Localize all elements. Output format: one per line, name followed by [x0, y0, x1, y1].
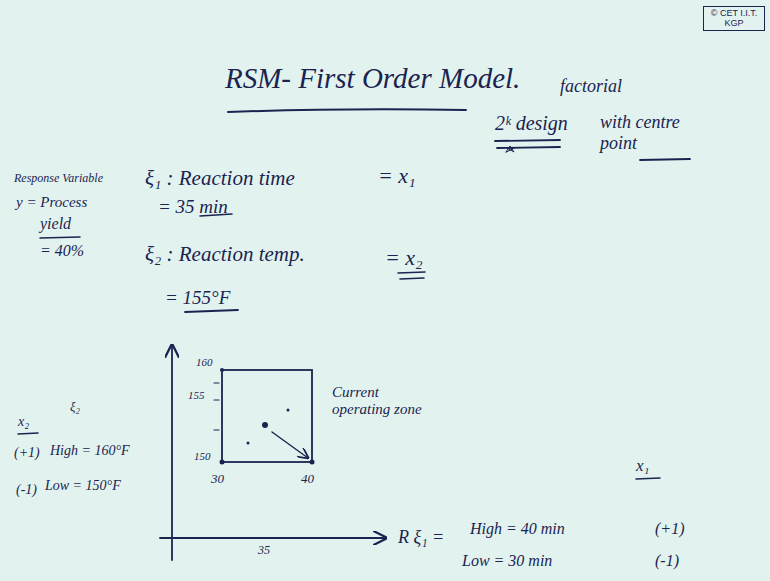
handwritten-note: 150: [194, 450, 211, 463]
underline: [185, 310, 238, 312]
handwritten-note: ξ₂: [70, 400, 80, 415]
handwritten-note: ξ₁ : Reaction time: [145, 166, 295, 190]
handwritten-note: = 155°F: [165, 287, 230, 309]
handwritten-note: x₂: [18, 414, 29, 430]
handwritten-note: 2ᵏ design: [495, 112, 568, 135]
title-underline: [228, 109, 466, 112]
operating-region: [222, 370, 312, 462]
underline: [40, 237, 80, 238]
handwritten-note: yield: [40, 215, 71, 233]
handwritten-note: (-1): [655, 552, 679, 570]
corner-point: [220, 368, 224, 372]
handwritten-note: High = 160°F: [50, 443, 130, 459]
watermark: © CET I.I.T. KGP: [703, 6, 765, 31]
handwritten-note: Low = 30 min: [462, 552, 552, 570]
underline: [398, 272, 425, 279]
handwritten-note: x₁: [636, 456, 649, 476]
handwritten-note: = x₁: [378, 163, 416, 188]
handwritten-note: 155: [188, 389, 205, 402]
handwritten-note: = x₂: [385, 245, 423, 270]
dot: [287, 409, 290, 412]
handwritten-note: Low = 150°F: [45, 478, 121, 494]
centre-point: [262, 422, 268, 428]
handwritten-note: 160: [196, 356, 213, 369]
handwritten-note: Current operating zone: [332, 384, 432, 419]
handwritten-note: y = Process: [16, 194, 87, 211]
corner-point: [220, 460, 225, 465]
underline: [640, 159, 690, 160]
handwritten-note: (+1): [655, 520, 684, 538]
handwritten-note: factorial: [560, 76, 622, 97]
handwritten-note: 35: [258, 544, 270, 558]
dot: [247, 442, 250, 445]
star: [506, 146, 514, 152]
handwritten-note: = 35 min: [158, 196, 228, 218]
handwritten-note: with centre point: [600, 112, 700, 153]
underline: [18, 433, 38, 434]
corner-point: [310, 460, 315, 465]
y-axis: [171, 345, 173, 560]
pointer-arrow: [272, 432, 308, 458]
slide-title: RSM- First Order Model.: [225, 62, 520, 95]
underline: [636, 478, 660, 479]
handwritten-note: High = 40 min: [470, 520, 565, 538]
tick-marks: [214, 383, 219, 430]
handwritten-note: 30: [211, 472, 224, 487]
handwritten-note: Response Variable: [14, 172, 103, 186]
x-axis: [160, 537, 386, 539]
underline: [495, 140, 560, 148]
handwritten-note: (+1): [14, 445, 40, 461]
handwritten-note: (-1): [16, 482, 37, 498]
handwritten-note: = 40%: [40, 242, 84, 260]
handwritten-note: R ξ₁ =: [398, 527, 444, 548]
handwritten-note: ξ₂ : Reaction temp.: [145, 242, 305, 266]
handwritten-note: 40: [301, 472, 314, 487]
